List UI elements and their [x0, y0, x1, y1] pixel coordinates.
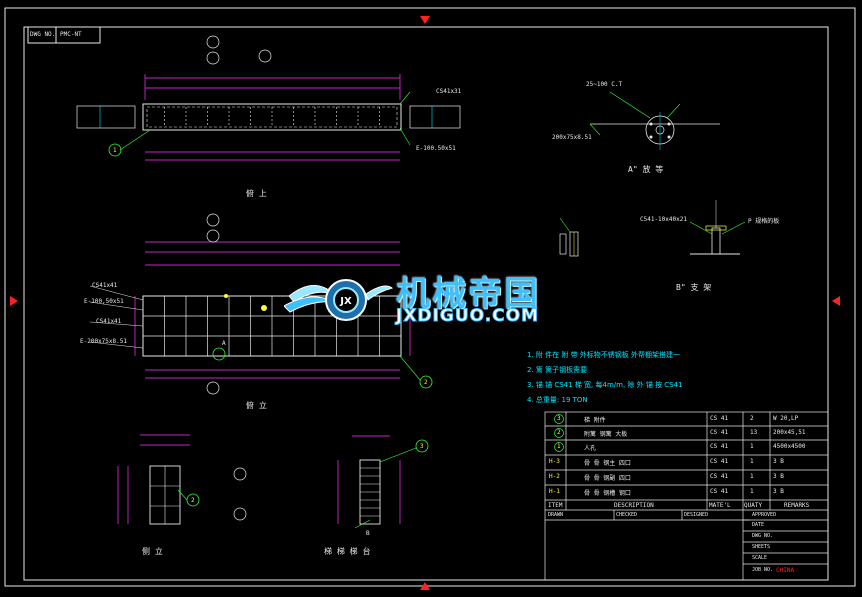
title-block	[544, 411, 829, 581]
winged-gear-logo-icon: JX	[283, 279, 394, 321]
tb-row-desc: 骨 骨 钢主 四口	[584, 460, 631, 467]
ladder-view	[337, 435, 429, 529]
tb-row-item: H-1	[549, 488, 560, 495]
tb-designed: DESIGNED	[684, 512, 709, 518]
detail-a	[589, 91, 720, 150]
tb-row-qty: 1	[750, 443, 754, 450]
detail-a-note-1: 25~100 C.T	[586, 81, 623, 88]
elevation-callout-3: CS41x41	[96, 318, 122, 325]
tb-approved: APPROVED	[752, 512, 777, 518]
bottom-center-arrow-icon	[420, 582, 430, 590]
tb-row-rem: W 20,LP	[773, 415, 799, 422]
tb-row-qty: 2	[750, 415, 754, 422]
plan-view	[76, 35, 461, 161]
tb-row-mat: CS 41	[710, 443, 729, 450]
tb-row-desc: 附篱 钢篱 大板	[584, 431, 628, 438]
tb-row-item: 3	[557, 415, 561, 422]
tb-row-mat: CS 41	[710, 458, 729, 465]
tb-row-qty: 1	[750, 488, 754, 495]
tb-head-qty: QUATY	[744, 502, 763, 509]
plan-balloon-1: 1	[113, 147, 117, 154]
tb-dwg-no: DWG NO.	[752, 533, 774, 539]
watermark-en: JXDIGUO.COM	[395, 306, 540, 327]
left-center-arrow-icon	[10, 296, 18, 306]
watermark: JX 机械帝国 JXDIGUO.COM	[283, 266, 584, 336]
elevation-balloon-2: 2	[424, 379, 428, 386]
tb-row-desc: 骨 骨 钢副 四口	[584, 475, 631, 482]
top-center-arrow-icon	[420, 16, 430, 24]
outer-frame	[4, 7, 856, 587]
logo-badge-text: JX	[339, 296, 352, 307]
detail-a-title: A" 放 等	[628, 165, 664, 174]
tb-checked: CHECKED	[616, 512, 638, 518]
side-view	[117, 434, 247, 525]
note-1: 1. 附 件在 附 带 外标物不锈钢板 外帮棚架搭建一	[527, 351, 681, 359]
tb-date: DATE	[752, 522, 765, 528]
plan-callout-left: CS41x31	[436, 88, 462, 95]
inner-frame	[23, 26, 829, 581]
side-view-title: 侧 立	[142, 547, 163, 556]
elevation-callout-4: E-200x75x8.51	[80, 338, 127, 345]
watermark-cn: 机械帝国	[396, 274, 540, 314]
tb-row-mat: CS 41	[710, 429, 729, 436]
detail-b-note-1: C541-10x40x21	[640, 216, 687, 223]
tb-drawn: DRAWN	[548, 512, 564, 518]
dwg-no-box	[27, 26, 101, 44]
tb-row-rem: 3 B	[773, 473, 784, 480]
detail-b-note-2: P 规格的板	[748, 218, 780, 225]
tb-scale: SCALE	[752, 555, 768, 561]
tb-row-rem: 4500x4500	[773, 443, 806, 450]
dwg-no-value: PMC-NT	[60, 31, 82, 38]
tb-row-rem: 3 B	[773, 458, 784, 465]
tb-row-mat: CS 41	[710, 415, 729, 422]
tb-head-rem: REMARKS	[784, 502, 810, 509]
tb-row-item: 2	[557, 429, 561, 436]
side-balloon-2: 2	[191, 497, 195, 504]
tb-row-item: 1	[557, 443, 561, 450]
ladder-view-title: 梯 梯 梯 台	[324, 547, 371, 556]
detail-a-note-2: 200x75x8.51	[552, 134, 592, 141]
tb-row-item: H-3	[549, 458, 560, 465]
tb-row-mat: CS 41	[710, 488, 729, 495]
elevation-callout-1: CS41x41	[92, 282, 118, 289]
tb-row-desc: 骨 骨 钢槽 钢口	[584, 490, 631, 497]
tb-sheets: SHEETS	[752, 544, 771, 550]
tb-row-desc: 梯 附件	[584, 417, 606, 424]
plan-view-title: 俯 上	[246, 189, 267, 198]
tb-head-mat: MATE'L	[709, 502, 731, 509]
tb-company: CHINA	[776, 567, 795, 574]
tb-row-mat: CS 41	[710, 473, 729, 480]
note-2: 2. 篱 篱子钢板需要	[527, 366, 588, 374]
tb-row-item: H-2	[549, 473, 560, 480]
note-4: 4. 总重量: 19 TON	[527, 396, 588, 404]
detail-b	[559, 200, 746, 257]
tb-head-item: ITEM	[548, 502, 563, 509]
elevation-marker-a: A	[222, 340, 226, 347]
dwg-no-label: DWG NO.	[30, 31, 56, 38]
tb-row-qty: 1	[750, 458, 754, 465]
tb-row-rem: 200x45,51	[773, 429, 806, 436]
elevation-callout-2: E-100,50x51	[84, 298, 124, 305]
right-center-arrow-icon	[832, 296, 840, 306]
elevation-view-title: 俯 立	[246, 401, 267, 410]
tb-row-desc: 人孔	[584, 445, 597, 452]
tb-job-no: JOB NO.	[752, 567, 774, 573]
ladder-balloon-3: 3	[420, 443, 424, 450]
tb-row-qty: 1	[750, 473, 754, 480]
detail-b-title: B" 支 架	[676, 283, 712, 292]
tb-head-desc: DESCRIPTION	[614, 502, 654, 509]
plan-callout-right: E-100.50x51	[416, 145, 456, 152]
ladder-marker-b: B	[366, 530, 370, 537]
note-3: 3. 锚 锚 CS41 梯 宽, 每4m/m, 除 外 锚 按 CS41	[527, 381, 683, 389]
tb-row-qty: 13	[750, 429, 758, 436]
tb-row-rem: 3 B	[773, 488, 784, 495]
